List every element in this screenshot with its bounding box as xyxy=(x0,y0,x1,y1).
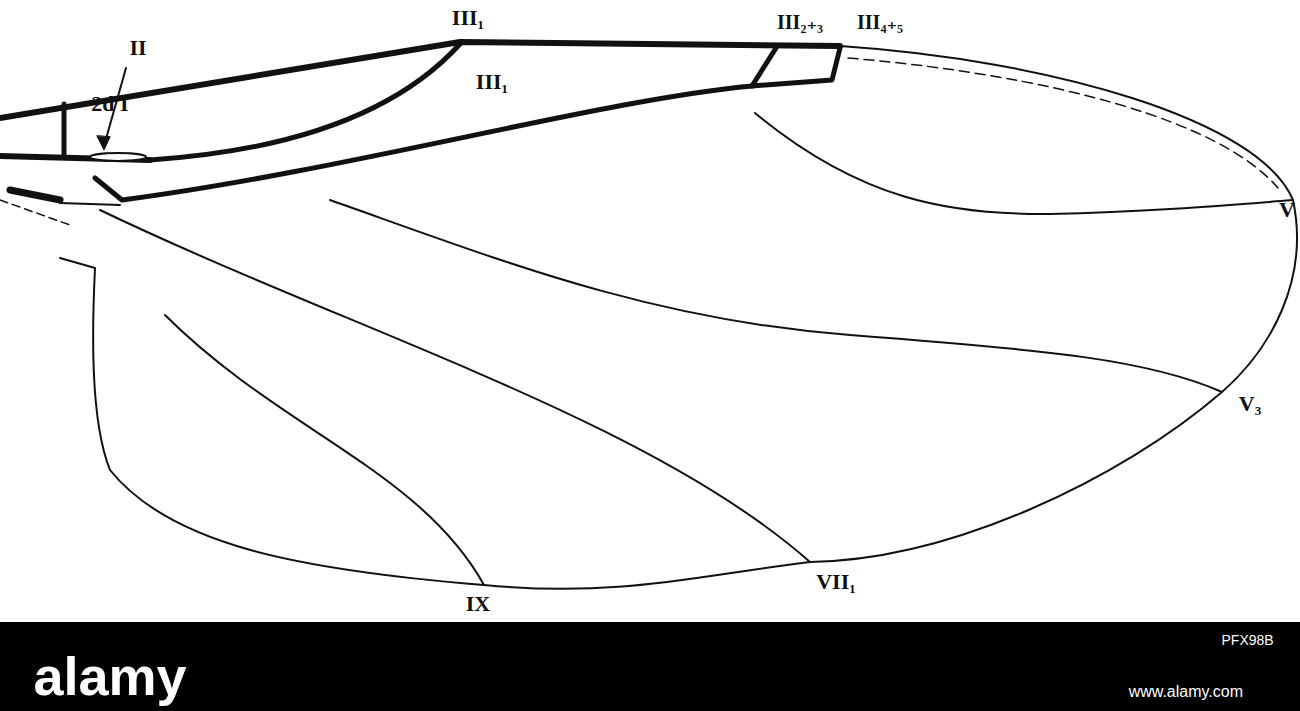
crossvein-iii23 xyxy=(752,48,776,86)
vein-ix xyxy=(165,315,484,585)
dashed-margin xyxy=(848,58,1278,188)
vein-label: VII₁ xyxy=(816,571,856,593)
watermark-bar xyxy=(0,622,1300,711)
basal-stump xyxy=(10,190,60,200)
crossvein xyxy=(62,104,67,156)
vein-label: III₁ xyxy=(452,7,484,29)
vein-label: III₂₊₃ xyxy=(777,12,823,32)
vein-label: III₄₊₅ xyxy=(857,12,903,32)
watermark: alamy xyxy=(33,649,186,703)
vein-v1 xyxy=(755,113,1293,214)
watermark: www.alamy.com xyxy=(1129,684,1243,700)
vein-label: IX xyxy=(466,593,490,615)
vein-label: II xyxy=(129,37,146,59)
vein-ii xyxy=(90,153,146,161)
ground xyxy=(0,0,1300,622)
cell-label: 2d I xyxy=(91,93,128,115)
vein-iii1 xyxy=(150,44,460,160)
watermark: PFX98B xyxy=(1222,633,1274,647)
wing-margin xyxy=(60,46,1297,589)
vein-iii45 xyxy=(95,48,840,200)
arrowhead xyxy=(97,136,110,150)
dashed-base xyxy=(0,200,70,225)
vein-label: V₃ xyxy=(1239,393,1261,415)
basal-vein xyxy=(60,203,120,205)
vein-v3 xyxy=(330,200,1222,392)
vein-label: V xyxy=(1279,199,1295,221)
cell-label: III₁ xyxy=(476,71,508,93)
vein-vii1 xyxy=(100,210,810,562)
